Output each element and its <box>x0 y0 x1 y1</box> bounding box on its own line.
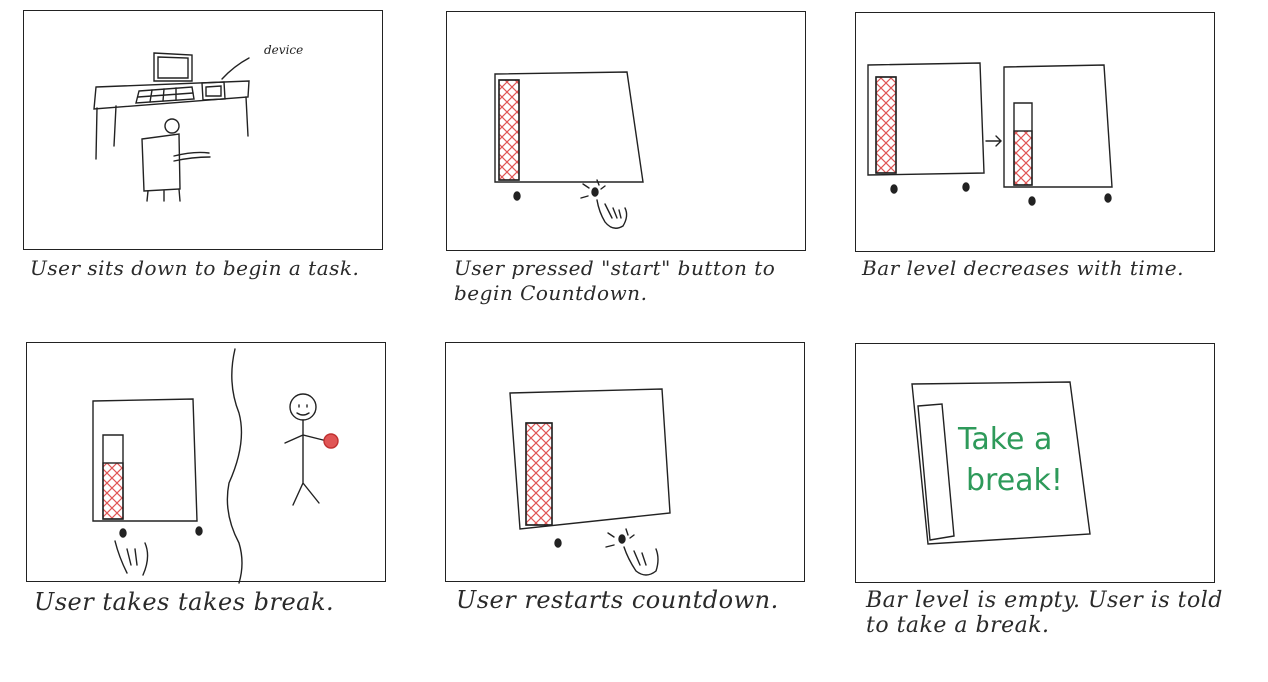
panel-1-caption: User sits down to begin a task. <box>30 256 360 280</box>
panel-3-caption: Bar level decreases with time. <box>862 256 1184 280</box>
device-screen <box>509 388 671 530</box>
panel-3-frame <box>855 12 1215 252</box>
restart-sketch <box>509 388 671 576</box>
panel-1-frame: device <box>23 10 383 250</box>
wall-divider <box>226 348 243 584</box>
panel-4-frame <box>26 342 386 584</box>
arrow-icon <box>985 135 1002 147</box>
device-screen <box>92 398 198 522</box>
device-screen-before <box>867 62 985 176</box>
panel-2-frame <box>446 11 806 251</box>
device-screen-after <box>1003 64 1113 188</box>
timer-bar-after <box>1013 130 1033 186</box>
take-a-break-line1: Take a <box>957 422 1052 457</box>
panel-6-caption: Bar level is empty. User is told to take… <box>866 588 1223 638</box>
desk-scene-sketch: device <box>93 43 303 202</box>
timer-bar-full <box>498 79 520 181</box>
user-break-sketch <box>92 348 339 584</box>
device-screen <box>494 71 644 183</box>
timer-bar-refilled <box>525 422 553 526</box>
bar-decrease-sketch <box>867 62 1113 206</box>
panel-2-caption: User pressed "start" button to begin Cou… <box>454 256 776 305</box>
timer-bar-before <box>875 76 897 174</box>
device-screen <box>911 381 1091 545</box>
take-a-break-line2: break! <box>966 463 1063 498</box>
panel-6-frame: Take a break! <box>855 343 1215 583</box>
stick-figure-head <box>289 393 317 421</box>
start-button-sketch <box>494 71 644 229</box>
panel-5-caption: User restarts countdown. <box>456 586 779 614</box>
break-alert-sketch: Take a break! <box>911 381 1091 545</box>
timer-bar-low <box>102 462 124 520</box>
panel-4-caption: User takes takes break. <box>34 588 335 616</box>
device-annotation: device <box>264 43 303 57</box>
timer-bar-empty <box>917 403 955 541</box>
panel-5-frame <box>445 342 805 582</box>
apple-icon <box>323 433 339 449</box>
